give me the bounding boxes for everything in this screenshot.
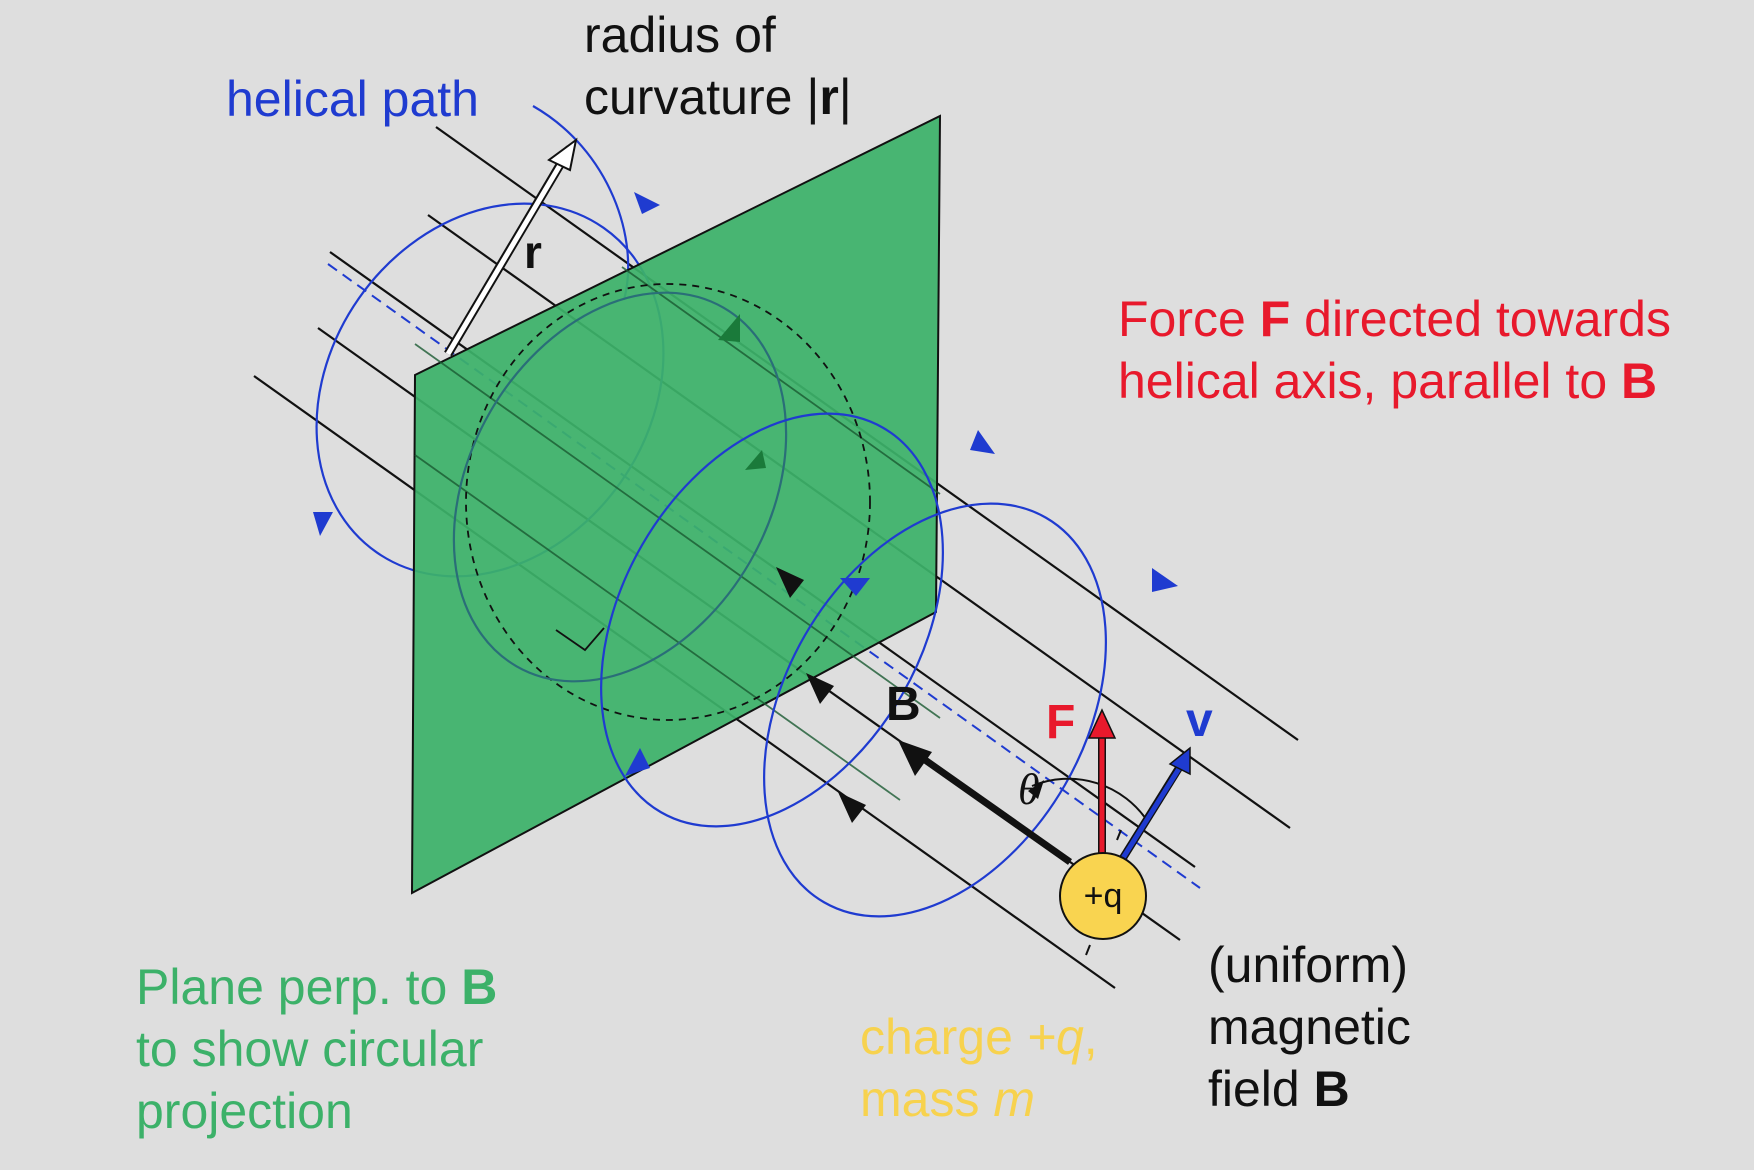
v-vector-head — [1168, 746, 1191, 776]
theta-arc — [1031, 777, 1149, 823]
radius-label-line1: radius of — [584, 7, 776, 63]
force-label-line2: helical axis, parallel to B — [1118, 353, 1658, 409]
plane-label-line2: to show circular — [136, 1021, 484, 1077]
field-label-line2: magnetic — [1208, 999, 1411, 1055]
field-direction-arrows — [776, 567, 866, 823]
charge-label-line1: charge +q, — [860, 1009, 1098, 1065]
radius-label-line2: curvature |r| — [584, 69, 852, 125]
plane-label: Plane perp. to B to show circular projec… — [136, 956, 497, 1142]
circular-projection — [465, 283, 871, 721]
field-label-line1: (uniform) — [1208, 937, 1409, 993]
charge-label-line2: mass m — [860, 1071, 1036, 1127]
plane-label-line3: projection — [136, 1083, 353, 1139]
field-label-line3: field B — [1208, 1061, 1350, 1117]
helical-path-front — [600, 412, 1107, 918]
v-vector-label: v — [1186, 694, 1213, 747]
force-label-line1: Force F directed towards — [1118, 291, 1671, 347]
helical-path-through-plane — [452, 291, 788, 683]
force-label: Force F directed towards helical axis, p… — [1118, 288, 1671, 412]
field-label: (uniform) magnetic field B — [1208, 934, 1411, 1120]
B-vector-label: B — [886, 678, 921, 731]
F-vector-head — [1087, 708, 1117, 739]
charge-label: charge +q, mass m — [860, 1006, 1098, 1130]
helix-loop-3 — [763, 502, 1107, 918]
charge-symbol: +q — [1084, 877, 1123, 915]
r-vector-label: r — [524, 226, 542, 278]
right-angle-marker — [555, 627, 605, 652]
helical-path-label: helical path — [226, 71, 479, 127]
F-vector-label: F — [1046, 696, 1075, 749]
field-lines-through-plane — [414, 266, 941, 801]
radius-label: radius of curvature |r| — [584, 4, 852, 128]
B-vector — [915, 752, 1073, 865]
helix-loop-2 — [600, 412, 944, 828]
theta-label: θ — [1018, 765, 1040, 814]
perpendicular-plane — [410, 114, 942, 895]
B-vector-head — [898, 740, 932, 776]
plane-label-line1: Plane perp. to B — [136, 959, 498, 1015]
helix-direction-arrows — [313, 192, 1178, 776]
radius-vector-head — [547, 137, 578, 172]
charge-particle — [1059, 852, 1147, 940]
